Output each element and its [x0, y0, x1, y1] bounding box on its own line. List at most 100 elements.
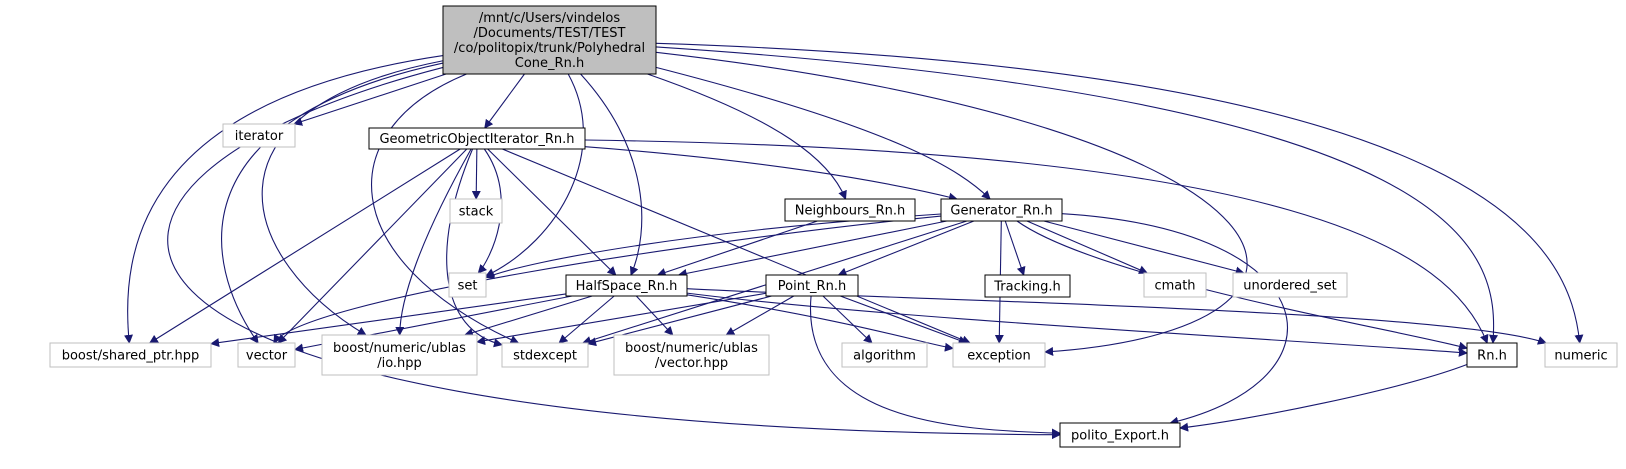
node-label-polito_export: polito_Export.h	[1071, 429, 1169, 444]
edge-root-to-set	[485, 73, 584, 277]
edge-point-to-ublas_io	[476, 292, 767, 346]
edge-halfspace-to-numeric	[686, 288, 1547, 345]
edge-point-to-exception	[840, 295, 968, 345]
node-box-polito_export	[1059, 422, 1181, 448]
node-box-exception	[952, 342, 1046, 368]
node-box-neighbours	[784, 198, 916, 222]
edge-point-to-polito_export	[810, 295, 1061, 438]
node-box-point	[765, 274, 859, 297]
edge-geoiter-to-vector	[277, 148, 468, 344]
edge-halfspace-to-ublas_io	[463, 295, 593, 337]
node-tracking[interactable]: Tracking.h	[984, 274, 1071, 298]
node-label-neighbours: Neighbours_Rn.h	[795, 204, 906, 219]
node-box-rn	[1466, 342, 1518, 368]
edge-root-to-vector	[221, 62, 444, 344]
edge-geoiter-to-shared_ptr	[148, 148, 461, 344]
node-halfspace[interactable]: HalfSpace_Rn.h	[565, 274, 688, 297]
edge-root-to-numeric	[655, 42, 1584, 344]
node-stdexcept: stdexcept	[501, 342, 589, 368]
node-unordered_set: unordered_set	[1232, 272, 1348, 298]
node-box-tracking	[984, 274, 1071, 298]
node-label-shared_ptr: boost/shared_ptr.hpp	[62, 349, 200, 364]
node-label-cmath: cmath	[1154, 279, 1195, 294]
node-box-cmath	[1143, 272, 1207, 298]
edge-halfspace-to-stdexcept	[558, 295, 615, 344]
edge-geoiter-to-halfspace	[487, 148, 617, 276]
node-shared_ptr: boost/shared_ptr.hpp	[49, 342, 212, 368]
edge-root-to-neighbours	[647, 73, 847, 200]
node-label-tracking: Tracking.h	[993, 280, 1061, 295]
node-box-iterator	[222, 123, 296, 148]
node-label-vector: vector	[246, 349, 288, 364]
edge-root-to-ublas_io	[261, 60, 444, 336]
node-polito_export[interactable]: polito_Export.h	[1059, 422, 1181, 448]
node-label-point: Point_Rn.h	[778, 279, 846, 294]
node-label-iterator: iterator	[235, 129, 284, 144]
node-box-set	[448, 272, 487, 298]
node-box-ublas_vector	[613, 334, 770, 376]
node-generator[interactable]: Generator_Rn.h	[940, 198, 1063, 222]
node-label-root: /co/politopix/trunk/Polyhedral	[454, 41, 645, 56]
node-iterator: iterator	[222, 123, 296, 148]
node-label-stdexcept: stdexcept	[513, 349, 577, 364]
edge-geoiter-to-stack	[471, 148, 481, 200]
node-box-stdexcept	[501, 342, 589, 368]
node-box-geoiter	[368, 127, 586, 150]
edge-geoiter-to-set	[477, 148, 502, 274]
edge-geoiter-to-ublas_io	[395, 148, 472, 336]
node-label-ublas_vector: /vector.hpp	[655, 356, 728, 371]
edge-root-to-polito_export	[167, 66, 1061, 440]
node-label-stack: stack	[459, 205, 494, 220]
edge-root-to-shared_ptr	[124, 55, 444, 344]
edge-root-to-stdexcept	[371, 73, 520, 344]
node-box-vector	[237, 342, 296, 368]
node-layer: /mnt/c/Users/vindelos/Documents/TEST/TES…	[49, 5, 1618, 448]
node-box-root	[442, 5, 657, 75]
node-box-halfspace	[565, 274, 688, 297]
node-set: set	[448, 272, 487, 298]
node-label-root: /mnt/c/Users/vindelos	[479, 11, 620, 26]
node-algorithm: algorithm	[841, 342, 928, 368]
node-label-ublas_vector: boost/numeric/ublas	[625, 341, 758, 356]
node-label-halfspace: HalfSpace_Rn.h	[576, 279, 678, 294]
edge-generator-to-polito_export	[1061, 213, 1288, 426]
edge-halfspace-to-exception	[686, 294, 954, 352]
node-stack: stack	[449, 198, 503, 224]
edge-geoiter-to-generator	[584, 146, 958, 202]
edge-generator-to-halfspace	[677, 220, 947, 278]
edge-layer	[124, 42, 1584, 440]
node-vector: vector	[237, 342, 296, 368]
node-label-ublas_io: boost/numeric/ublas	[333, 341, 466, 356]
node-box-ublas_io	[321, 334, 478, 376]
node-label-geoiter: GeometricObjectIterator_Rn.h	[379, 132, 574, 147]
node-point[interactable]: Point_Rn.h	[765, 274, 859, 297]
node-rn[interactable]: Rn.h	[1466, 342, 1518, 368]
edge-rn-to-polito_export	[1179, 363, 1468, 432]
node-numeric: numeric	[1544, 342, 1618, 368]
edge-geoiter-to-exception	[502, 148, 971, 345]
node-box-numeric	[1544, 342, 1618, 368]
edge-point-to-ublas_vector	[725, 295, 795, 336]
edge-generator-to-rn	[1016, 220, 1468, 351]
node-label-numeric: numeric	[1554, 349, 1607, 364]
edge-generator-to-vector	[273, 215, 942, 344]
edge-root-to-rn	[655, 46, 1499, 344]
edge-root-to-geoiter	[484, 73, 525, 129]
edge-root-to-halfspace	[580, 73, 643, 276]
node-label-exception: exception	[967, 349, 1031, 364]
node-label-algorithm: algorithm	[853, 349, 916, 364]
node-geoiter[interactable]: GeometricObjectIterator_Rn.h	[368, 127, 586, 150]
edge-root-to-exception	[655, 51, 1248, 356]
edge-geoiter-to-rn	[584, 139, 1489, 344]
node-box-shared_ptr	[49, 342, 212, 368]
node-root[interactable]: /mnt/c/Users/vindelos/Documents/TEST/TES…	[442, 5, 657, 75]
node-box-generator	[940, 198, 1063, 222]
edge-halfspace-to-shared_ptr	[210, 293, 567, 348]
node-box-algorithm	[841, 342, 928, 368]
node-ublas_io: boost/numeric/ublas/io.hpp	[321, 334, 478, 376]
node-label-set: set	[458, 279, 478, 294]
edge-generator-to-unordered_set	[1043, 220, 1245, 276]
node-neighbours[interactable]: Neighbours_Rn.h	[784, 198, 916, 222]
node-label-ublas_io: /io.hpp	[377, 356, 422, 371]
edge-point-to-algorithm	[822, 295, 873, 344]
